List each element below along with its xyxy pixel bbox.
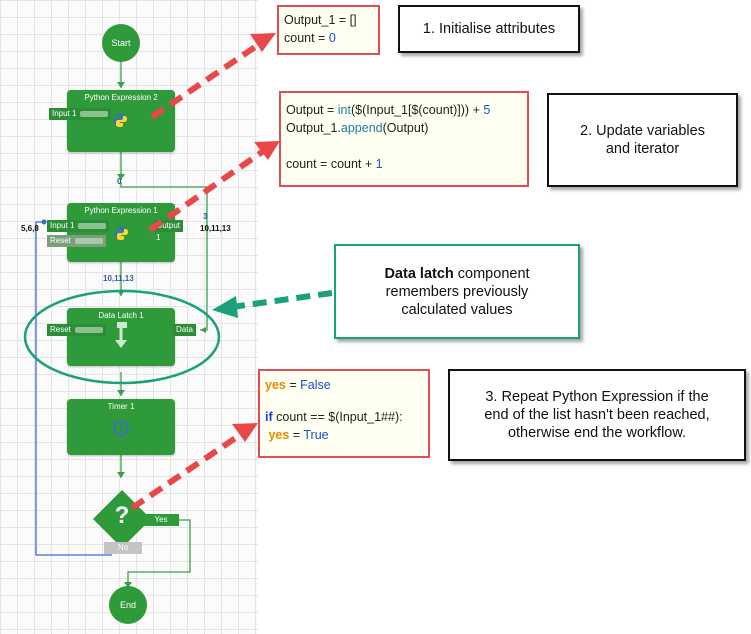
node-title: Timer 1 [107,402,135,411]
data-latch-node[interactable]: Data Latch 1 Reset Data [47,308,196,366]
wire-label-zero: 0 [117,177,122,186]
code-line: count = count + 1 [286,157,383,171]
code-line: if count == $(Input_1##): [265,410,403,424]
arrowhead [117,82,125,88]
python-expression-1-node[interactable]: Python Expression 1 Input 1 Reset Output… [47,203,184,262]
code-line: yes = False [265,378,331,392]
timer-icon [113,420,129,436]
code-line: yes = True [268,428,329,442]
node-title: Python Expression 1 [84,206,158,215]
callout-update: 2. Update variables and iterator [547,93,738,187]
callout-data-latch: Data latch component remembers previousl… [334,244,580,339]
no-branch-label[interactable]: No [104,542,142,554]
input-port-label: Input 1 [50,221,75,230]
arrowhead [117,174,125,180]
data-port-label: Data [176,325,193,334]
wire-no-to-reset [35,221,112,556]
wire-label-output-below: 10,11,13 [103,274,134,283]
wire-label-three: 3 [203,212,208,221]
python-icon [114,226,128,240]
callout-repeat: 3. Repeat Python Expression if the end o… [448,369,746,461]
code-box-initialise: Output_1 = [] count = 0 [277,5,380,55]
end-node[interactable]: End [109,586,147,624]
node-title: Data Latch 1 [98,311,144,320]
callout-initialise: 1. Initialise attributes [398,5,580,53]
input-port-label: Input 1 [52,109,77,118]
reset-port-label: Reset [50,236,71,245]
code-line: Output_1 = [] [284,13,357,27]
arrowhead [117,290,125,296]
reset-port[interactable]: Reset [47,324,106,336]
start-label: Start [111,38,131,48]
python-icon [113,113,127,127]
decision-symbol: ? [114,502,130,529]
timer-node[interactable]: Timer 1 [67,399,175,455]
arrowhead [124,582,132,588]
end-label: End [119,600,136,610]
input-port[interactable]: Input 1 [49,108,112,120]
code-line: Output = int($(Input_1[$(count)])) + 5 [286,103,491,117]
wire-label-input-values: 5,6,8 [21,224,39,233]
wire-label-output-right: 10,11,13 [200,224,231,233]
arrowhead [200,327,206,333]
code-box-update: Output = int($(Input_1[$(count)])) + 5 O… [279,91,529,187]
python-expression-2-node[interactable]: Python Expression 2 Input 1 [49,90,175,152]
input-port[interactable]: Input 1 [47,220,110,232]
code-line: Output_1.append(Output) [286,121,429,135]
output-port[interactable]: Output 1 [153,220,184,242]
yes-branch-label[interactable]: Yes [143,514,179,526]
latch-icon [115,322,127,348]
arrowhead [117,472,125,478]
reset-port-label: Reset [50,325,71,334]
code-box-condition: yes = False if count == $(Input_1##): ye… [258,369,430,458]
reset-connector-dot [41,219,47,225]
node-title: Python Expression 2 [84,93,158,102]
data-port[interactable]: Data [173,324,196,336]
code-line: count = 0 [284,31,336,45]
reset-port[interactable]: Reset [47,235,106,247]
start-node[interactable]: Start [102,24,140,62]
arrowhead [117,390,125,396]
